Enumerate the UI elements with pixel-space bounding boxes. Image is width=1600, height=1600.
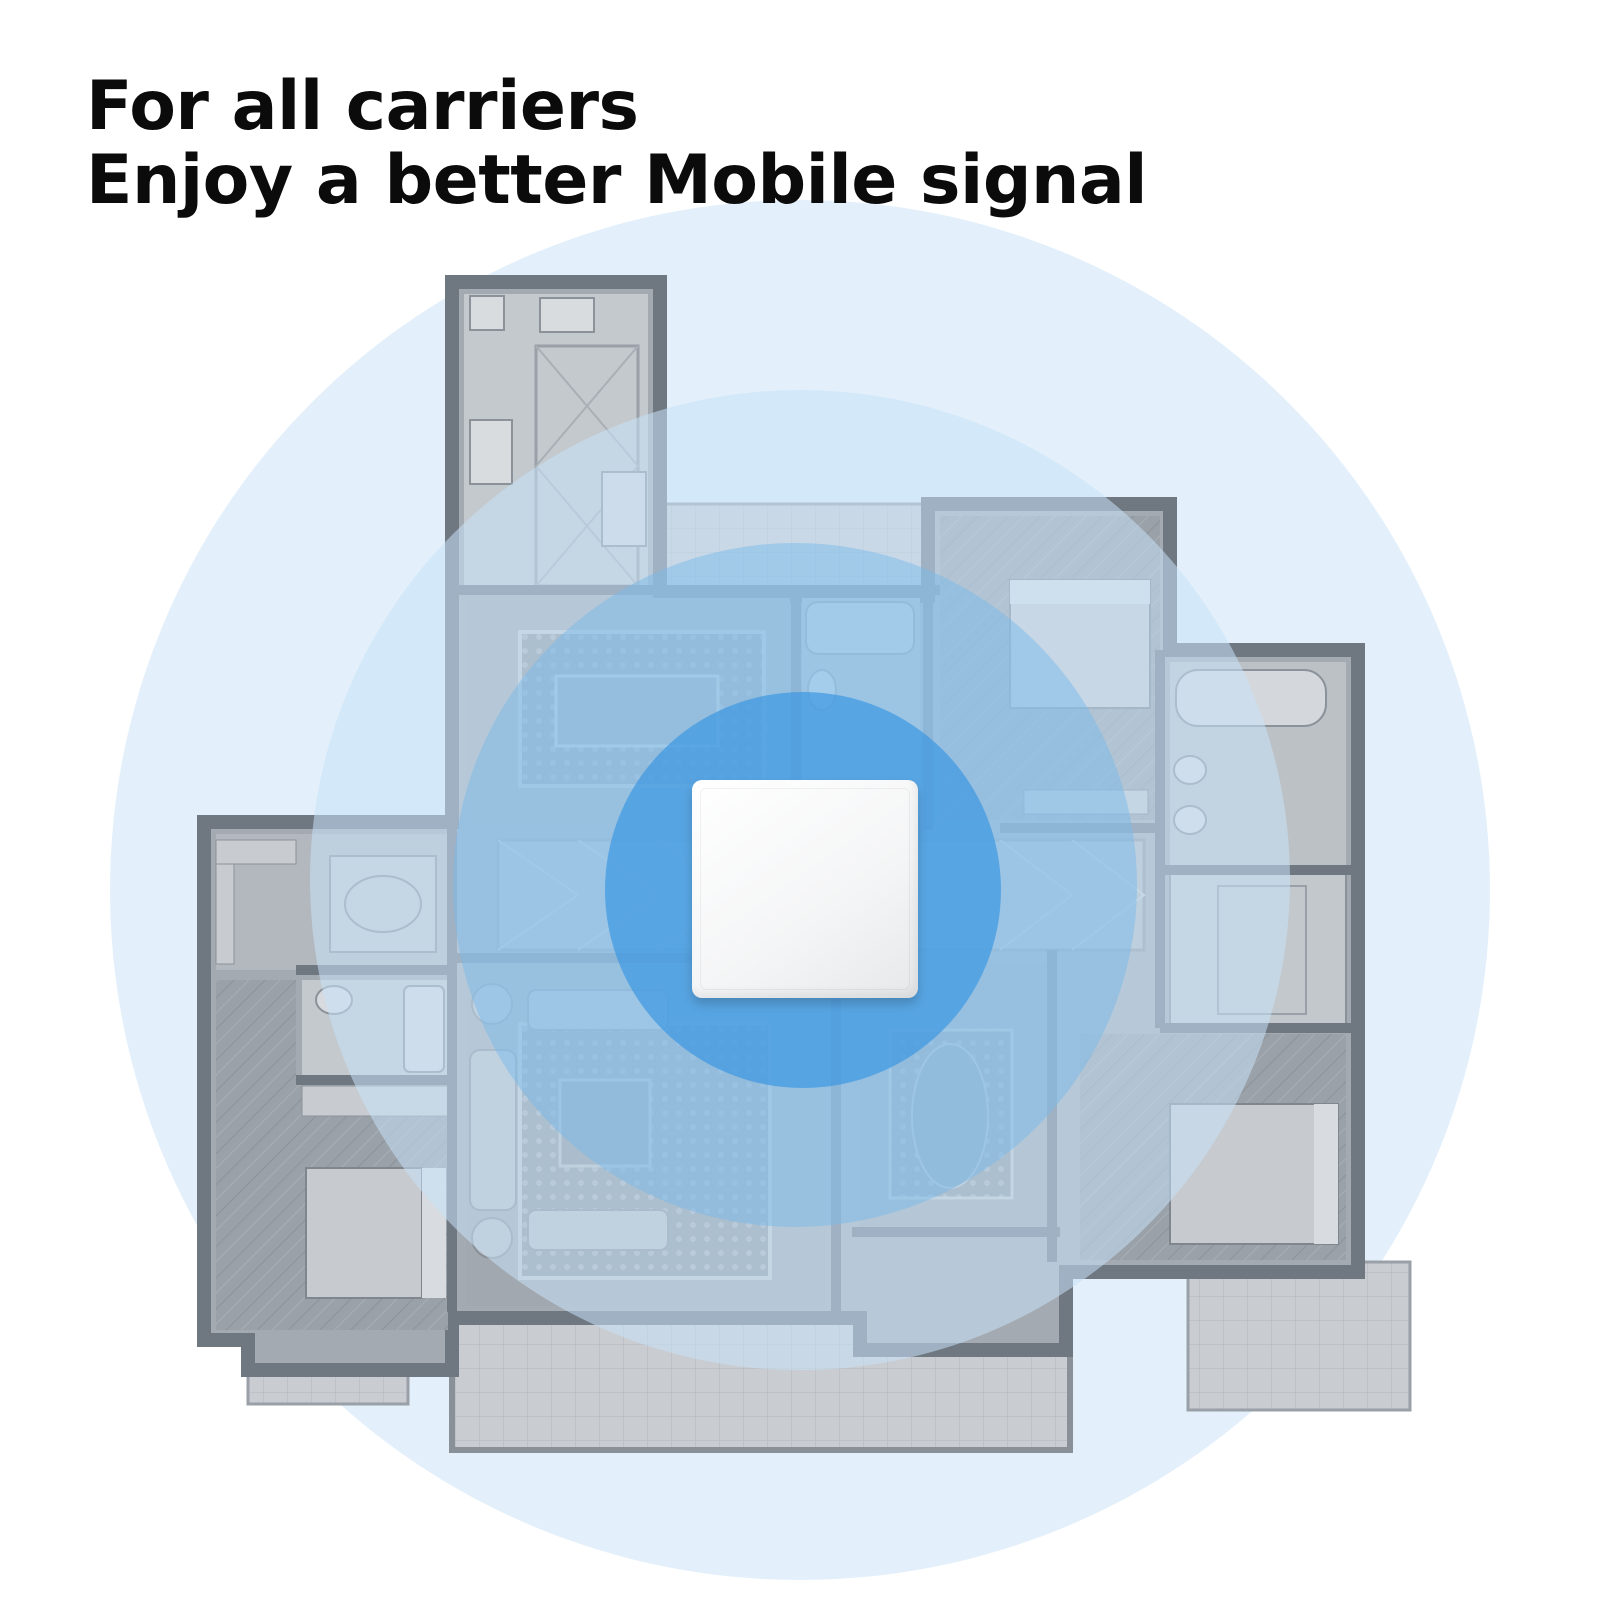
balcony-right [1186, 1260, 1412, 1412]
bedroom-left [216, 980, 296, 1330]
repeater-device-icon [692, 780, 918, 998]
headline-line-1: For all carriers [86, 67, 639, 146]
headline-line-2: Enjoy a better Mobile signal [86, 141, 1148, 220]
headline: For all carriers Enjoy a better Mobile s… [86, 67, 1148, 220]
